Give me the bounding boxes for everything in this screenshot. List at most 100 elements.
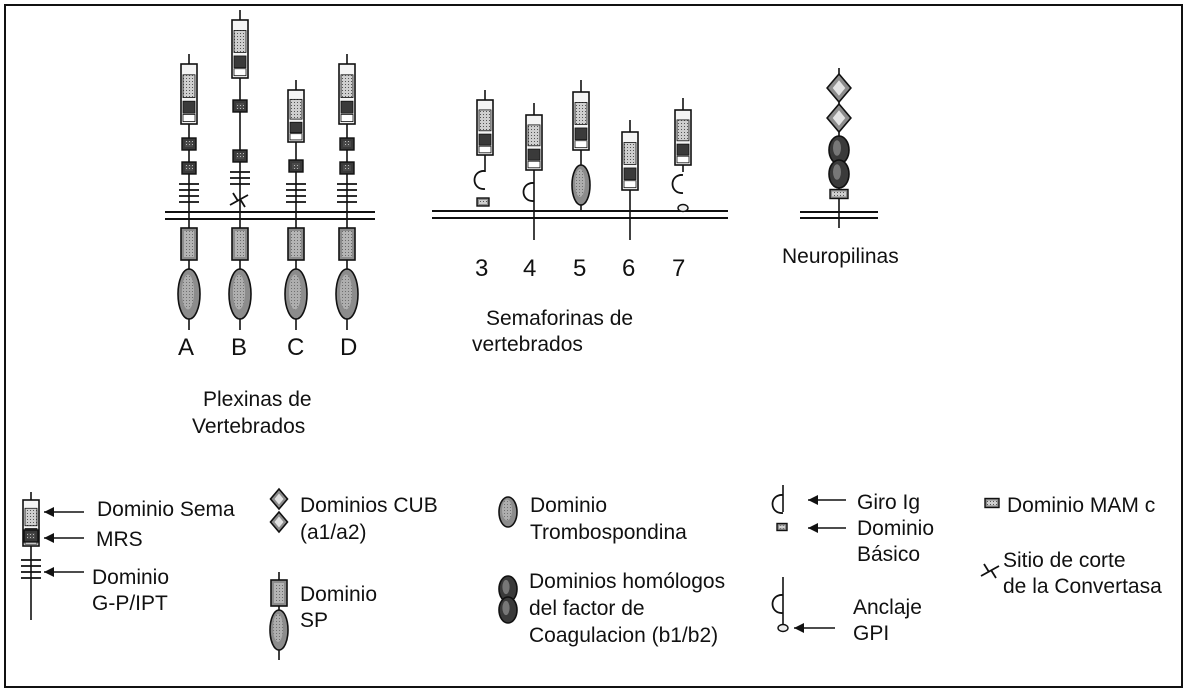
- sema-label-7: 7: [672, 255, 686, 282]
- legend-cub-label-2: (a1/a2): [300, 521, 367, 544]
- sp-domain: [231, 227, 249, 261]
- coagulation-domain: [828, 159, 850, 189]
- sema-domain: [180, 63, 198, 125]
- legend-basic-label-1: Dominio: [857, 517, 935, 540]
- legend-gp-label-2: G-P/IPT: [92, 592, 168, 615]
- legend-sp-label-2: SP: [300, 609, 329, 632]
- legend-tsp-label-1: Dominio: [530, 494, 608, 517]
- sema-label-5: 5: [573, 255, 587, 282]
- semaphorin-3: [473, 90, 494, 207]
- legend-sema-stack: [21, 492, 84, 620]
- cub-domain: [826, 102, 852, 134]
- neuropilin: [826, 68, 852, 228]
- sema-domain: [621, 131, 639, 191]
- ig-loop: [473, 170, 486, 190]
- figure-frame: [4, 4, 1183, 688]
- mrs-domain: [232, 149, 248, 163]
- plexin-label-d: D: [340, 334, 358, 361]
- sp-domain: [287, 227, 305, 261]
- tsp-domain: [228, 268, 252, 320]
- semaphorin-6: [621, 120, 639, 240]
- plexin-label-a: A: [178, 334, 195, 361]
- mam-domain: [829, 188, 849, 200]
- sema-label-4: 4: [523, 255, 537, 282]
- legend-mam-label: Dominio MAM c: [1007, 494, 1156, 517]
- cub-domain: [269, 487, 289, 511]
- sema-domain: [231, 19, 249, 79]
- gpi-anchor: [777, 623, 789, 633]
- legend-arrow: [44, 507, 84, 517]
- sema-domain: [525, 114, 543, 171]
- legend-mrs-label: MRS: [96, 528, 143, 551]
- ig-loop: [522, 182, 535, 202]
- semaphorin-7: [671, 98, 692, 213]
- legend-arrow: [808, 523, 846, 533]
- mrs-domain: [181, 161, 197, 175]
- mrs-domain: [339, 137, 355, 151]
- legend-ig-label: Giro Ig: [857, 491, 921, 514]
- sp-domain: [338, 227, 356, 261]
- plexin-group: [177, 10, 359, 330]
- legend-arrow: [794, 623, 835, 633]
- plexin-caption-line2: Vertebrados: [192, 415, 306, 438]
- semaphorin-group: [473, 80, 692, 240]
- ig-loop: [771, 594, 784, 614]
- mam-domain: [476, 197, 490, 207]
- sema-caption-line1: Semaforinas de: [486, 307, 634, 330]
- plexin-a: [177, 54, 201, 330]
- legend-cut-label-2: de la Convertasa: [1003, 575, 1162, 598]
- tsp-domain: [571, 164, 591, 206]
- convertase-cut-site: [980, 563, 1000, 579]
- gp-ipt-domain: [179, 183, 199, 203]
- gp-ipt-domain: [21, 559, 41, 579]
- legend-cub: [269, 487, 289, 534]
- plexin-b: [228, 10, 252, 330]
- legend-cut-label-1: Sitio de corte: [1003, 549, 1126, 572]
- legend-cub-label-1: Dominios CUB: [300, 494, 438, 517]
- sema-domain: [572, 91, 590, 151]
- sema-caption-line2: vertebrados: [472, 333, 583, 356]
- sema-domain: [287, 89, 305, 143]
- sp-domain: [180, 227, 198, 261]
- sema-label-6: 6: [622, 255, 636, 282]
- mrs-domain: [339, 161, 355, 175]
- legend-tsp-label-2: Trombospondina: [530, 521, 687, 544]
- cub-domain: [269, 510, 289, 534]
- legend-coag-label-1: Dominios homólogos: [529, 570, 726, 593]
- gp-ipt-domain: [230, 171, 250, 185]
- plexin-label-b: B: [231, 334, 248, 361]
- tsp-domain: [335, 268, 359, 320]
- legend-tsp-oval: [498, 496, 518, 528]
- gpi-anchor: [677, 203, 689, 213]
- tsp-domain: [284, 268, 308, 320]
- neuropilin-group: [826, 68, 852, 228]
- mam-domain: [776, 522, 788, 532]
- legend-sp-label-1: Dominio: [300, 583, 378, 606]
- mrs-domain: [232, 99, 248, 113]
- plexin-d: [335, 54, 359, 330]
- legend-basic-label-2: Básico: [857, 543, 921, 566]
- neuropilin-caption: Neuropilinas: [782, 245, 899, 268]
- legend-arrow: [808, 495, 846, 505]
- semaphorin-5: [571, 80, 591, 212]
- plexin-c: [284, 80, 308, 330]
- ig-loop: [771, 494, 784, 514]
- semaphorin-membrane: [432, 210, 728, 219]
- ig-loop: [671, 174, 684, 194]
- convertase-cut-site: [229, 192, 249, 208]
- mam-domain: [984, 497, 1000, 509]
- gp-ipt-domain: [337, 183, 357, 203]
- mrs-domain: [288, 159, 304, 173]
- mrs-domain: [181, 137, 197, 151]
- legend-gp-label-1: Dominio: [92, 566, 170, 589]
- legend-sp-stack: [269, 572, 289, 660]
- sema-domain: [674, 109, 692, 166]
- plexin-caption-line1: Plexinas de: [203, 388, 312, 411]
- cub-domain: [826, 72, 852, 104]
- sema-domain: [338, 63, 356, 125]
- tsp-domain: [269, 609, 289, 651]
- legend-coag-label-3: Coagulacion (b1/b2): [529, 624, 719, 647]
- legend-coag-label-2: del factor de: [529, 597, 645, 620]
- legend-symbols: [21, 485, 1000, 660]
